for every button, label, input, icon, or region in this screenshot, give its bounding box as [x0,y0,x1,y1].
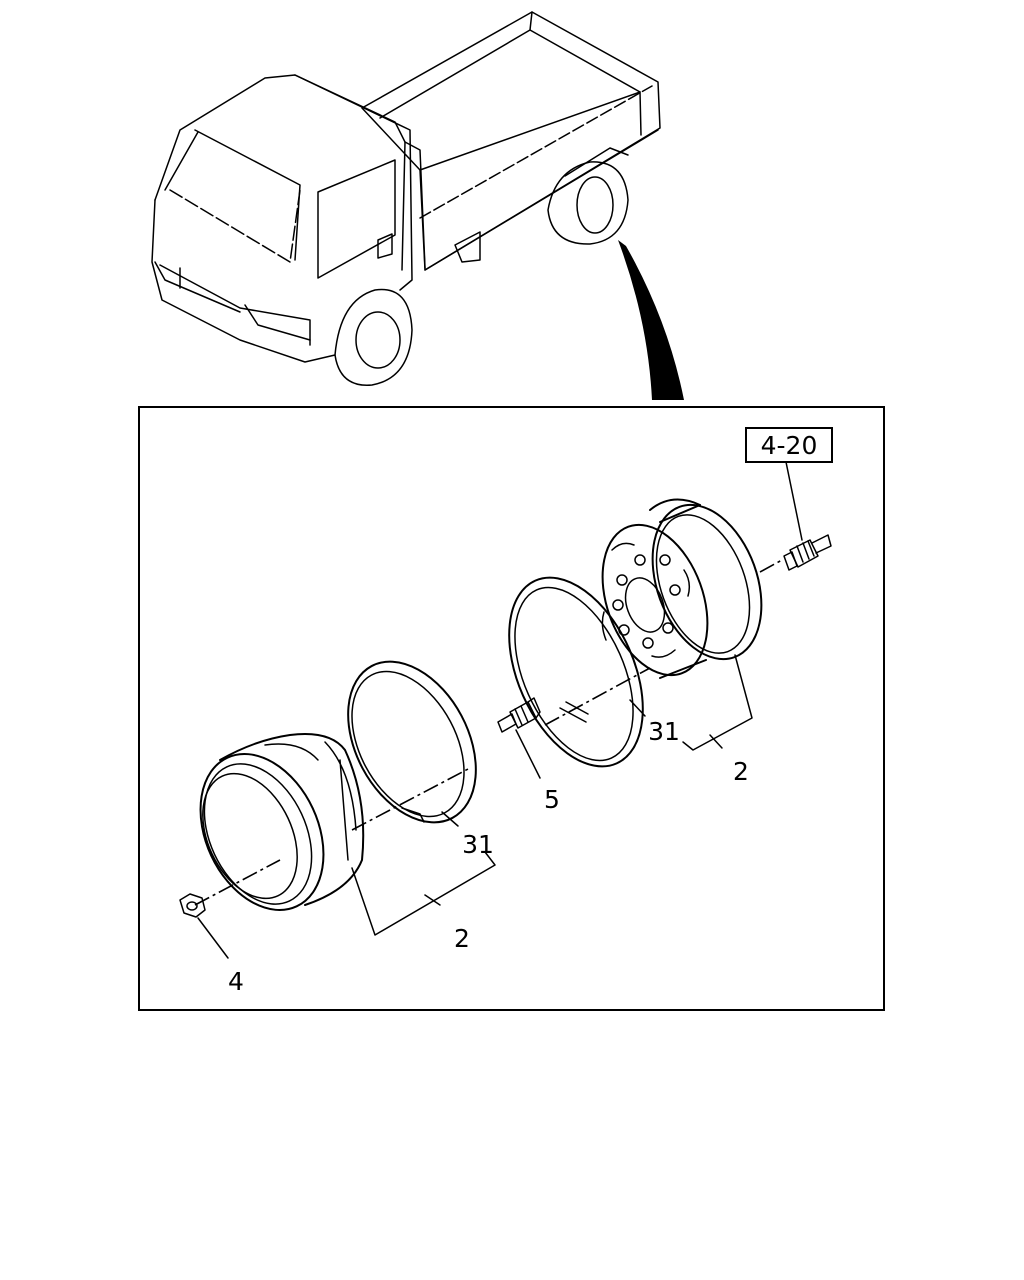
callout-wheel-right: 2 [733,757,749,786]
leader-lines [197,654,753,959]
center-axis [194,559,783,906]
detail-frame [138,406,885,1011]
zoom-pointer-arrow [618,240,684,400]
truck-illustration [151,11,684,400]
side-ring-right [508,576,644,768]
callout-ring-left: 31 [462,830,494,859]
wheel-rim-left [199,733,365,911]
reference-label: 4-20 [761,431,818,460]
cab [151,74,426,363]
valve-stem [497,697,541,733]
cargo-bed [361,11,661,271]
wheel-bolt [783,534,832,571]
wheel-disc-right [601,498,763,679]
callout-ring-right: 31 [648,717,680,746]
reference-leader [785,461,803,541]
callout-nut: 4 [228,967,244,996]
callout-valve: 5 [544,785,560,814]
callout-wheel-left: 2 [454,924,470,953]
wheel-nut [179,893,206,918]
rear-wheel [547,161,629,245]
front-wheel [334,288,413,386]
side-ring-left [347,660,477,824]
reference-box: 4-20 [745,427,833,463]
